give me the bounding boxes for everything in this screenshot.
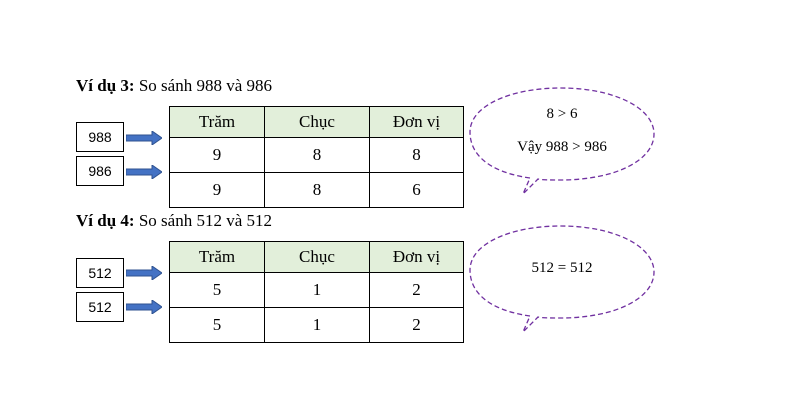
header-tens: Chục [264, 106, 370, 138]
example4-heading: Ví dụ 4: So sánh 512 và 512 [76, 211, 272, 231]
example3-title-bold: Ví dụ 3: [76, 76, 135, 95]
header-units: Đơn vị [369, 106, 464, 138]
cell-tens: 8 [264, 137, 370, 173]
table-header-row: Trăm Chục Đơn vị [169, 241, 464, 273]
header-hundreds: Trăm [169, 106, 265, 138]
example4-speech-bubble [469, 225, 655, 333]
example3-heading: Ví dụ 3: So sánh 988 và 986 [76, 76, 272, 96]
cell-tens: 1 [264, 307, 370, 343]
example4-title-rest: So sánh 512 và 512 [134, 211, 272, 230]
cell-units: 2 [369, 307, 464, 343]
table-row: 5 1 2 [169, 272, 464, 308]
cell-hundreds: 9 [169, 137, 265, 173]
example3-number-box-1: 988 [76, 122, 124, 152]
example3-number-box-2: 986 [76, 156, 124, 186]
right-arrow-icon [126, 165, 162, 179]
cell-units: 2 [369, 272, 464, 308]
example4-title-bold: Ví dụ 4: [76, 211, 135, 230]
example4-number-box-2: 512 [76, 292, 124, 322]
example4-place-value-table: Trăm Chục Đơn vị 5 1 2 5 1 2 [169, 241, 464, 343]
example3-place-value-table: Trăm Chục Đơn vị 9 8 8 9 8 6 [169, 106, 464, 208]
example4-number-box-1: 512 [76, 258, 124, 288]
cell-units: 8 [369, 137, 464, 173]
right-arrow-icon [126, 131, 162, 145]
header-units: Đơn vị [369, 241, 464, 273]
example3-title-rest: So sánh 988 và 986 [134, 76, 272, 95]
cell-hundreds: 9 [169, 172, 265, 208]
cell-hundreds: 5 [169, 272, 265, 308]
right-arrow-icon [126, 300, 162, 314]
header-tens: Chục [264, 241, 370, 273]
cell-tens: 8 [264, 172, 370, 208]
example3-bubble-line-1: 8 > 6 [546, 106, 578, 122]
table-row: 5 1 2 [169, 307, 464, 343]
example3-speech-bubble [469, 87, 655, 195]
table-row: 9 8 8 [169, 137, 464, 173]
cell-hundreds: 5 [169, 307, 265, 343]
cell-units: 6 [369, 172, 464, 208]
right-arrow-icon [126, 266, 162, 280]
example3-bubble-line-2: Vậy 988 > 986 [517, 139, 607, 155]
table-header-row: Trăm Chục Đơn vị [169, 106, 464, 138]
table-row: 9 8 6 [169, 172, 464, 208]
cell-tens: 1 [264, 272, 370, 308]
example4-bubble-line-1: 512 = 512 [531, 260, 593, 276]
header-hundreds: Trăm [169, 241, 265, 273]
